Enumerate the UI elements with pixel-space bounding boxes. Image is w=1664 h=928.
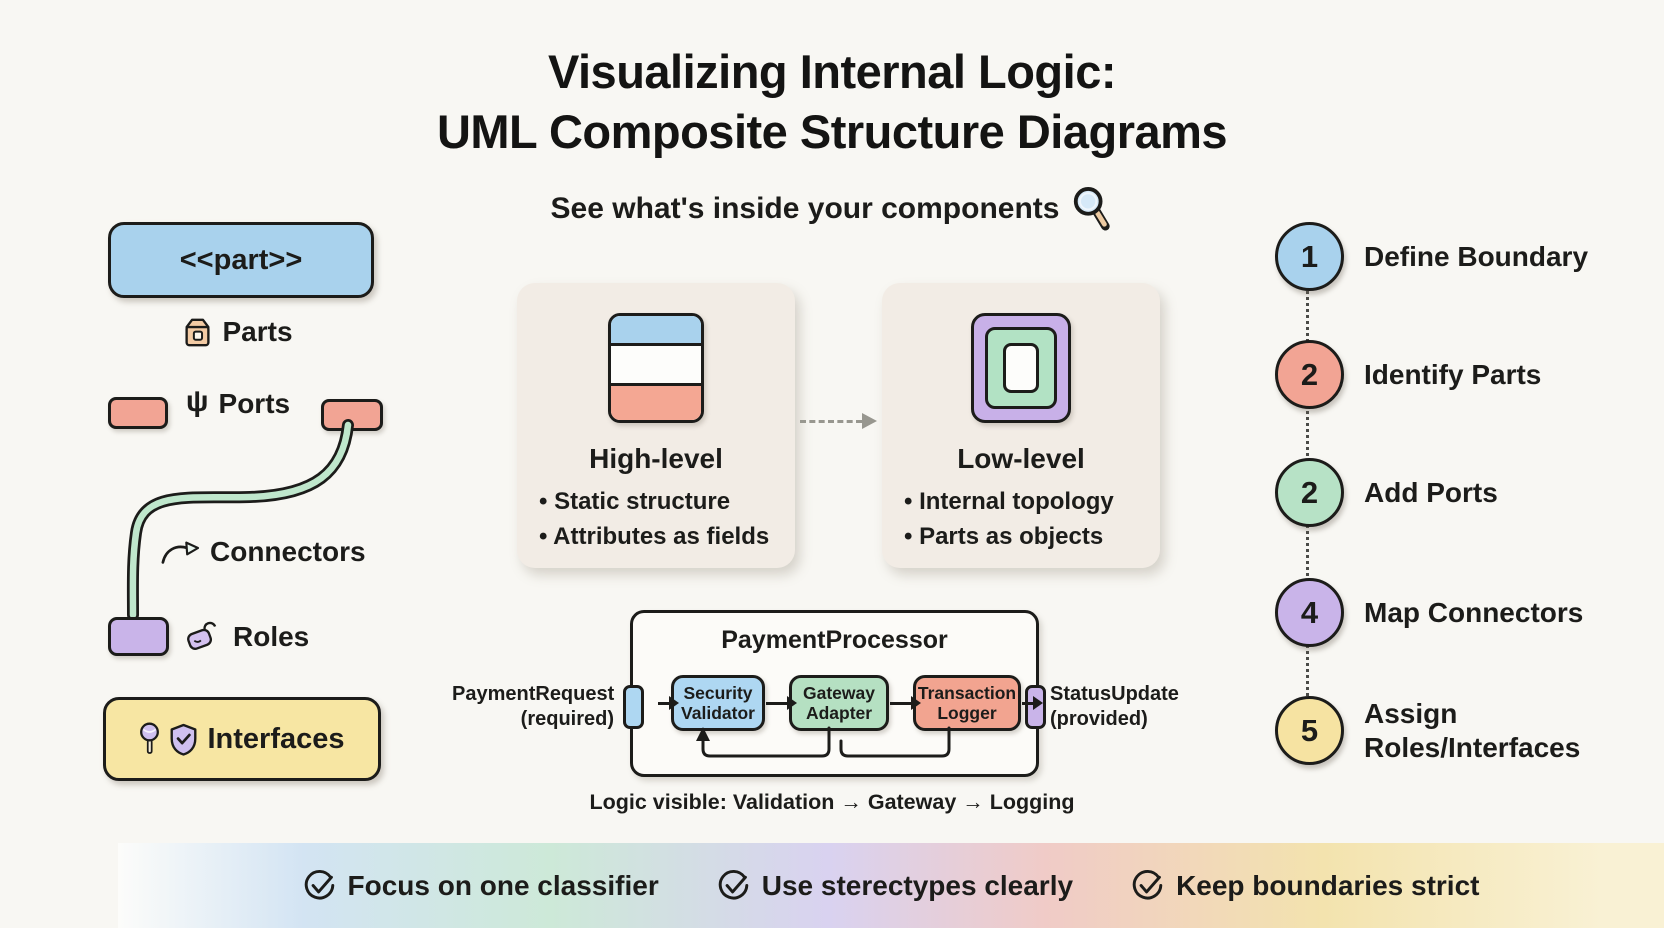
bullet: • Attributes as fields [539, 522, 770, 550]
legend-connectors-label: Connectors [210, 536, 366, 567]
bullet: • Parts as objects [904, 522, 1104, 550]
step-assign-roles: 5 Assign Roles/Interfaces [1275, 696, 1581, 765]
step-label: Assign Roles/Interfaces [1364, 697, 1581, 763]
lollipop-icon [139, 722, 160, 756]
part-gateway-adapter: Gateway Adapter [789, 675, 889, 731]
check-circle-icon [303, 869, 336, 902]
high-level-card: High-level • Static structure • Attribut… [517, 283, 795, 568]
step-map-connectors: 4 Map Connectors [1275, 578, 1592, 647]
connector-curve [126, 419, 354, 621]
page-subtitle: See what's inside your components [550, 192, 1060, 225]
check-circle-icon [717, 869, 750, 902]
check-circle-icon [1131, 869, 1164, 902]
input-port-qualifier: (required) [520, 708, 614, 730]
classifier-title: PaymentProcessor [721, 626, 948, 654]
flow-arrow [890, 695, 921, 710]
input-port-label: PaymentRequest (required) [452, 682, 614, 732]
step-number-badge: 1 [1275, 222, 1344, 291]
input-port [623, 685, 644, 729]
step-label: Add Ports [1364, 476, 1498, 508]
fork-icon: ψ [185, 385, 209, 418]
legend-ports-label: Ports [218, 388, 291, 419]
step-number-badge: 4 [1275, 578, 1344, 647]
box-icon [183, 317, 212, 348]
part-stereotype-label: <<part>> [179, 243, 303, 276]
step-identify-parts: 2 Identify Parts [1275, 340, 1592, 409]
magnifier-icon [1071, 186, 1113, 232]
step-label: Define Boundary [1364, 240, 1589, 272]
payment-processor-boundary: PaymentProcessor Security Validator Gate… [623, 610, 1046, 777]
diagram-caption: Logic visible: Validation → Gateway → Lo… [589, 790, 1075, 814]
tag-icon [183, 620, 221, 653]
high-level-title: High-level [589, 443, 723, 474]
low-level-title: Low-level [957, 443, 1085, 474]
flow-arrow [1022, 695, 1043, 710]
part-security-validator: Security Validator [671, 675, 765, 731]
flow-arrow [766, 695, 797, 710]
nested-structure-icon [971, 313, 1071, 423]
low-level-card: Low-level • Internal topology • Parts as… [882, 283, 1160, 568]
legend-item-parts: Parts [100, 316, 376, 348]
legend-panel: <<part>> Parts ψ Ports [100, 220, 400, 790]
legend-item-ports: ψ Ports [100, 385, 376, 420]
legend-parts-label: Parts [222, 316, 293, 347]
step-number-badge: 2 [1275, 458, 1344, 527]
footer-label: Focus on one classifier [347, 869, 659, 901]
step-define-boundary: 1 Define Boundary [1275, 222, 1592, 291]
step-add-ports: 2 Add Ports [1275, 458, 1592, 527]
page-title-line1: Visualizing Internal Logic: [548, 45, 1117, 98]
footer-item-boundaries: Keep boundaries strict [1131, 869, 1479, 902]
low-level-bullets: • Internal topology • Parts as objects [882, 485, 1160, 555]
output-port-name: StatusUpdate [1050, 683, 1179, 705]
legend-interfaces-label: Interfaces [207, 722, 345, 755]
steps-panel: 1 Define Boundary 2 Identify Parts 2 Add… [1275, 222, 1615, 812]
bullet: • Internal topology [904, 488, 1114, 515]
part-transaction-logger: Transaction Logger [913, 675, 1021, 731]
parts-row: Security Validator Gateway Adapter Trans… [657, 675, 1043, 731]
legend-item-roles: Roles [183, 620, 309, 653]
footer-label: Use sterectypes clearly [761, 869, 1074, 901]
footer-item-stereotypes: Use sterectypes clearly [717, 869, 1073, 902]
legend-roles-label: Roles [233, 620, 310, 652]
input-port-name: PaymentRequest [452, 683, 615, 705]
footer-item-classifier: Focus on one classifier [303, 869, 659, 902]
step-number-badge: 5 [1275, 696, 1344, 765]
page-title-line2: UML Composite Structure Diagrams [436, 104, 1228, 158]
part-stereotype-box: <<part>> [108, 222, 374, 298]
footer-bar: Focus on one classifier Use sterectypes … [118, 843, 1664, 928]
shield-check-icon [169, 723, 198, 756]
step-number-badge: 2 [1275, 340, 1344, 409]
footer-label: Keep boundaries strict [1176, 869, 1480, 901]
high-level-bullets: • Static structure • Attributes as field… [517, 485, 795, 555]
transition-arrow [800, 413, 877, 429]
bullet: • Static structure [539, 488, 731, 515]
page-title: Visualizing Internal Logic: UML Composit… [0, 42, 1664, 161]
legend-item-interfaces: Interfaces [103, 697, 381, 781]
role-chip [108, 617, 169, 656]
output-port-label: StatusUpdate (provided) [1050, 682, 1210, 732]
step-label: Identify Parts [1364, 358, 1542, 390]
class-box-icon [608, 313, 704, 423]
curved-arrow-icon [160, 539, 200, 566]
step-label: Map Connectors [1364, 596, 1584, 628]
output-port-qualifier: (provided) [1050, 708, 1148, 730]
flow-arrow [658, 695, 679, 710]
legend-item-connectors: Connectors [160, 536, 366, 568]
subtitle-row: See what's inside your components [0, 186, 1664, 232]
